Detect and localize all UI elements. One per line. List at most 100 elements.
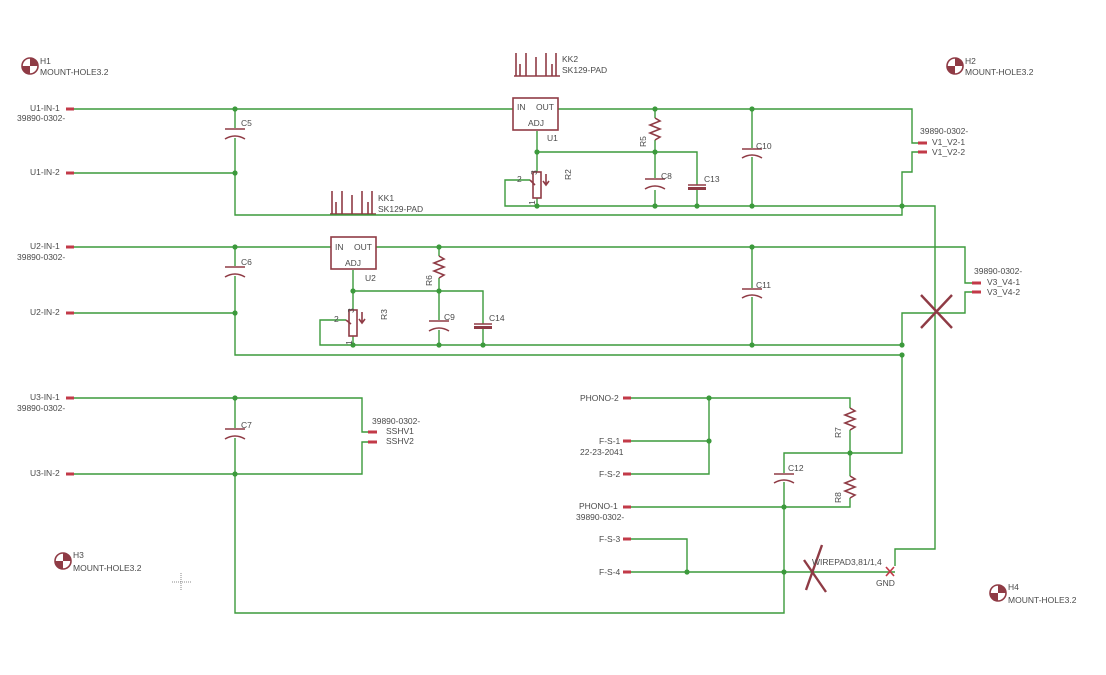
phono-1-conn-label: 39890-0302-	[576, 512, 624, 522]
heatsink-icon	[514, 53, 560, 77]
capacitor-c7[interactable]: C7	[224, 420, 252, 440]
pot-ref: R3	[379, 309, 389, 320]
pot-ref: R2	[563, 169, 573, 180]
resistor-ref: R8	[833, 492, 843, 503]
regulator-u1[interactable]: IN OUT ADJ U1	[512, 97, 559, 143]
crosshair-cursor-icon	[172, 573, 191, 591]
capacitor-c9[interactable]: C9	[428, 312, 455, 332]
potentiometer-r2[interactable]: 2 1 3 R2	[517, 169, 573, 205]
regulator-in-label: IN	[517, 102, 526, 112]
potentiometer-r3[interactable]: 2 1 3 R3	[334, 308, 389, 345]
phono-2-label[interactable]: PHONO-2	[580, 393, 619, 403]
capacitor-c11[interactable]: C11	[741, 280, 771, 299]
capacitor-ref: C8	[661, 171, 672, 181]
heatsink-value: SK129-PAD	[378, 204, 423, 214]
pot-pin-label: 1	[344, 340, 354, 345]
resistor-r6[interactable]: R6	[424, 255, 447, 286]
gnd-label: GND	[876, 578, 895, 588]
u1-in-1-label[interactable]: U1-IN-1	[30, 103, 60, 113]
resistor-ref: R6	[424, 275, 434, 286]
mount-hole-value: MOUNT-HOLE3.2	[1008, 595, 1077, 605]
resistor-ref: R7	[833, 427, 843, 438]
capacitor-c13[interactable]: C13	[688, 174, 720, 190]
resistor-ref: R5	[638, 136, 648, 147]
capacitor-c10[interactable]: C10	[741, 141, 772, 159]
capacitor-c12[interactable]: C12	[773, 463, 804, 484]
mount-hole-ref: H2	[965, 56, 976, 66]
gnd-wirepad[interactable]: WIREPAD3,81/1,4 GND	[812, 557, 895, 588]
fs-4-label[interactable]: F-S-4	[599, 567, 621, 577]
mount-hole-value: MOUNT-HOLE3.2	[965, 67, 1034, 77]
v1-v2-2-label[interactable]: V1_V2-2	[932, 147, 965, 157]
u3-in-conn-label: 39890-0302-	[17, 403, 65, 413]
resistor-r8[interactable]: R8	[833, 475, 858, 503]
mount-hole-ref: H1	[40, 56, 51, 66]
pot-pin-label: 2	[517, 174, 522, 184]
mount-hole-h4[interactable]: H4 MOUNT-HOLE3.2	[989, 582, 1077, 605]
regulator-out-label: OUT	[354, 242, 372, 252]
capacitor-ref: C6	[241, 257, 252, 267]
heatsink-kk2[interactable]: KK2 SK129-PAD	[514, 53, 607, 77]
capacitor-c14[interactable]: C14	[474, 313, 505, 329]
heatsink-icon	[330, 191, 376, 215]
sshv-conn-label: 39890-0302-	[372, 416, 420, 426]
phono-1-label[interactable]: PHONO-1	[579, 501, 618, 511]
capacitor-ref: C9	[444, 312, 455, 322]
sshv-1-label[interactable]: SSHV1	[386, 426, 414, 436]
v3-v4-1-label[interactable]: V3_V4-1	[987, 277, 1020, 287]
regulator-adj-label: ADJ	[528, 118, 544, 128]
mount-hole-h1[interactable]: H1 MOUNT-HOLE3.2	[21, 56, 109, 77]
fs-1-label[interactable]: F-S-1	[599, 436, 621, 446]
v1-v2-1-label[interactable]: V1_V2-1	[932, 137, 965, 147]
regulator-adj-label: ADJ	[345, 258, 361, 268]
mount-hole-ref: H3	[73, 550, 84, 560]
sshv-2-label[interactable]: SSHV2	[386, 436, 414, 446]
regulator-ref: U1	[547, 133, 558, 143]
v1-v2-conn-label: 39890-0302-	[920, 126, 968, 136]
crossing-marker-wirepad	[803, 544, 827, 593]
capacitor-ref: C10	[756, 141, 772, 151]
fs-1-conn-label: 22-23-2041	[580, 447, 624, 457]
heatsink-ref: KK2	[562, 54, 578, 64]
heatsink-value: SK129-PAD	[562, 65, 607, 75]
capacitor-ref: C5	[241, 118, 252, 128]
regulator-ref: U2	[365, 273, 376, 283]
crossing-marker-large	[920, 294, 953, 329]
u3-in-1-label[interactable]: U3-IN-1	[30, 392, 60, 402]
u3-in-2-label[interactable]: U3-IN-2	[30, 468, 60, 478]
u1-in-2-label[interactable]: U1-IN-2	[30, 167, 60, 177]
mount-hole-value: MOUNT-HOLE3.2	[40, 67, 109, 77]
capacitor-c5[interactable]: C5	[224, 118, 252, 140]
mount-hole-ref: H4	[1008, 582, 1019, 592]
fs-3-label[interactable]: F-S-3	[599, 534, 621, 544]
pot-pin-label: 2	[334, 314, 339, 324]
junctions	[232, 106, 905, 575]
regulator-in-label: IN	[335, 242, 344, 252]
u2-in-2-label[interactable]: U2-IN-2	[30, 307, 60, 317]
v3-v4-2-label[interactable]: V3_V4-2	[987, 287, 1020, 297]
capacitor-c6[interactable]: C6	[224, 257, 252, 278]
regulator-u2[interactable]: IN OUT ADJ U2	[330, 236, 377, 283]
heatsink-kk1[interactable]: KK1 SK129-PAD	[330, 191, 423, 215]
resistor-r5[interactable]: R5	[638, 117, 663, 147]
fs-2-label[interactable]: F-S-2	[599, 469, 621, 479]
wirepad-label: WIREPAD3,81/1,4	[812, 557, 882, 567]
u1-in-conn-label: 39890-0302-	[17, 113, 65, 123]
connector-pins	[66, 107, 981, 574]
regulator-out-label: OUT	[536, 102, 554, 112]
capacitor-c8[interactable]: C8	[644, 171, 672, 190]
v3-v4-conn-label: 39890-0302-	[974, 266, 1022, 276]
mount-hole-value: MOUNT-HOLE3.2	[73, 563, 142, 573]
capacitor-ref: C13	[704, 174, 720, 184]
capacitor-ref: C11	[756, 280, 771, 290]
u2-in-1-label[interactable]: U2-IN-1	[30, 241, 60, 251]
mount-hole-h3[interactable]: H3 MOUNT-HOLE3.2	[54, 550, 142, 573]
mount-hole-h2[interactable]: H2 MOUNT-HOLE3.2	[946, 56, 1034, 77]
resistor-r7[interactable]: R7	[833, 407, 858, 438]
wires	[73, 108, 972, 614]
pot-pin-label: 1	[527, 200, 537, 205]
u2-in-conn-label: 39890-0302-	[17, 252, 65, 262]
pot-pin-label: 3	[529, 170, 539, 175]
capacitor-ref: C7	[241, 420, 252, 430]
